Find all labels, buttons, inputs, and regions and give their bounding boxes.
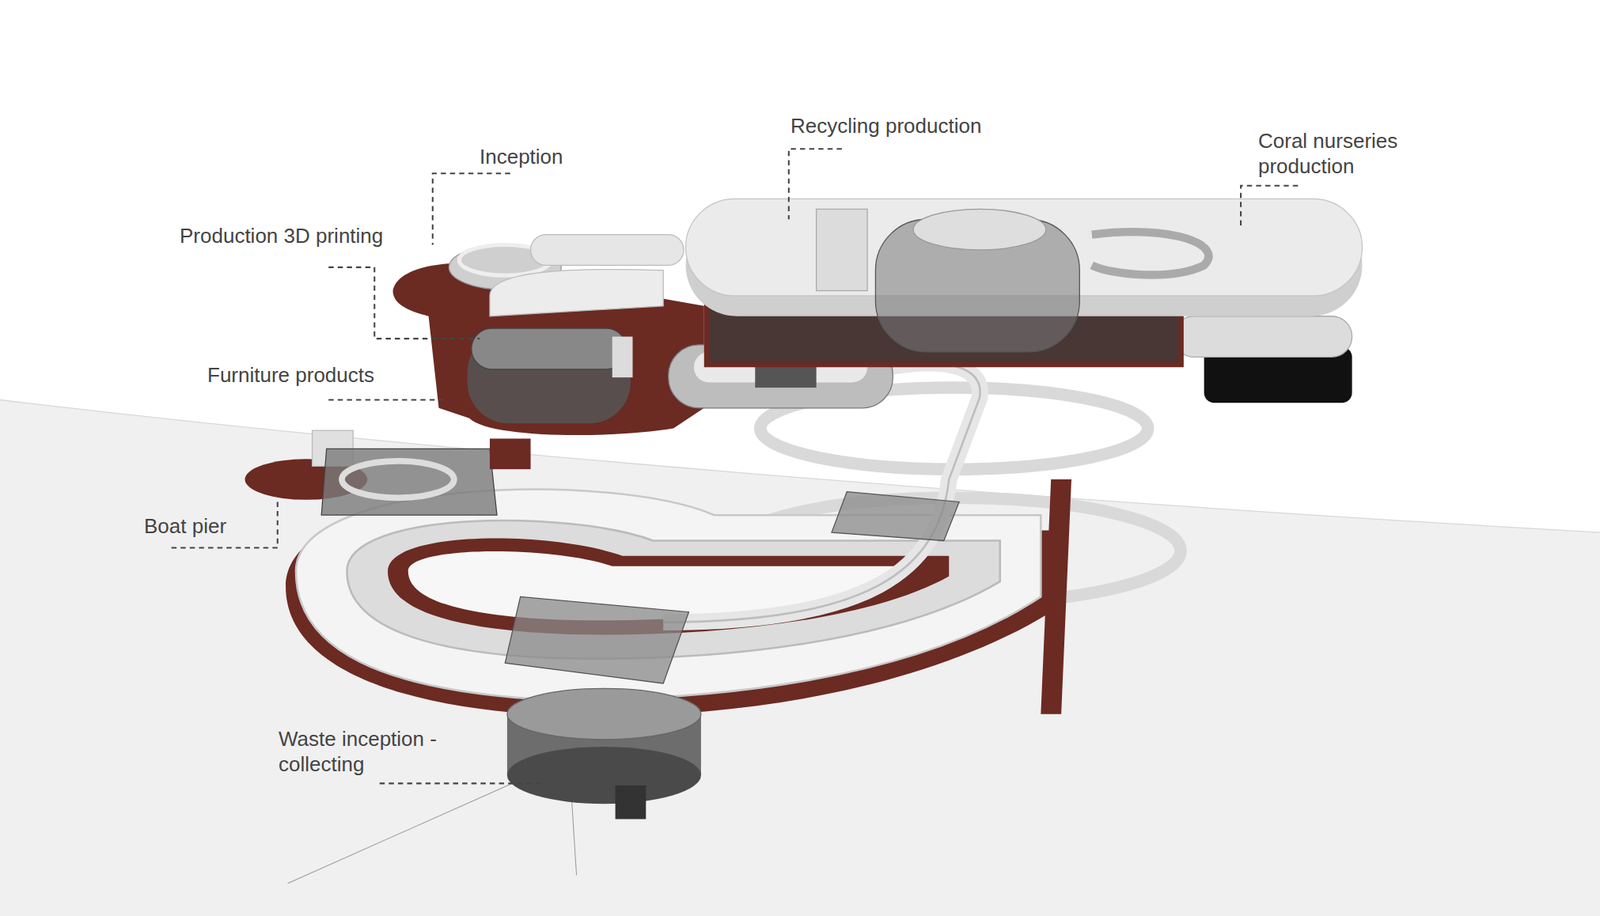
part-label: Coral nurseries production	[1258, 128, 1433, 179]
part-label: Inception	[479, 144, 564, 170]
part-label: Recycling production	[790, 113, 982, 139]
part-label: Waste inception - collecting	[278, 726, 461, 778]
part-label: Boat pier	[144, 513, 227, 539]
part-label: Production 3D printing	[179, 223, 383, 249]
part-label: Furniture products	[207, 362, 375, 388]
